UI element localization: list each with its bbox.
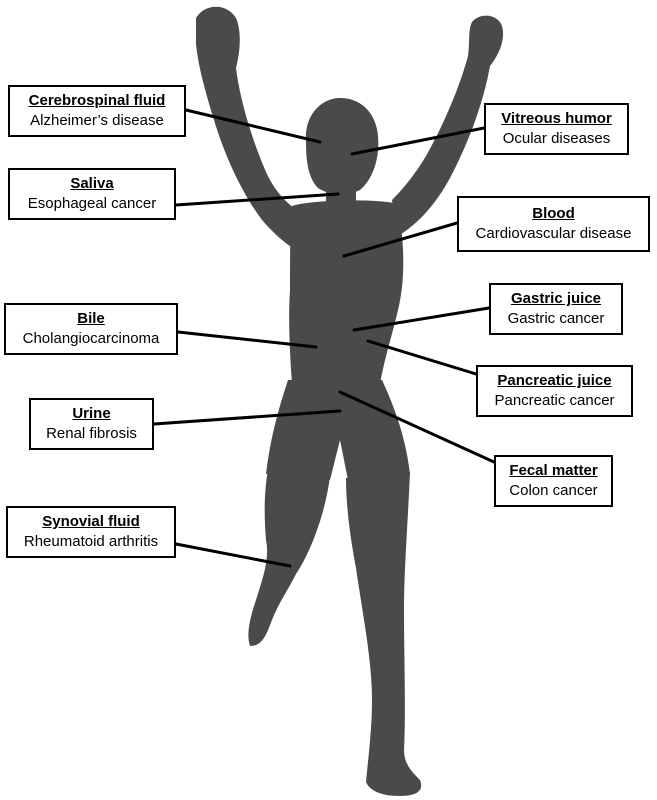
leader-lines — [152, 108, 496, 568]
leader-line-urine — [152, 409, 342, 426]
disease-name: Colon cancer — [509, 482, 598, 499]
label-box-vitreous-humor: Vitreous humor Ocular diseases — [484, 103, 629, 155]
fluid-name: Synovial fluid — [42, 513, 140, 530]
label-box-bile: Bile Cholangiocarcinoma — [4, 303, 178, 355]
disease-name: Cardiovascular disease — [475, 225, 632, 242]
label-box-cerebrospinal-fluid: Cerebrospinal fluid Alzheimer’s disease — [8, 85, 186, 137]
disease-name: Esophageal cancer — [27, 195, 157, 212]
head — [305, 97, 379, 195]
disease-name: Cholangiocarcinoma — [22, 330, 160, 347]
fluid-name: Urine — [72, 405, 111, 422]
leader-line-saliva — [174, 192, 340, 207]
leader-line-pancreatic — [366, 339, 478, 376]
disease-name: Ocular diseases — [502, 130, 611, 147]
fluid-name: Vitreous humor — [501, 110, 612, 127]
label-box-fecal-matter: Fecal matter Colon cancer — [494, 455, 613, 507]
left-leg — [248, 470, 330, 646]
fluid-name: Cerebrospinal fluid — [28, 92, 166, 109]
leader-line-vitreous — [350, 126, 486, 156]
leader-line-synovial — [174, 542, 292, 568]
leader-line-gastric — [352, 306, 491, 332]
left-arm — [196, 6, 300, 252]
fluid-name: Saliva — [70, 175, 114, 192]
leader-line-bile — [176, 330, 318, 349]
disease-name: Pancreatic cancer — [494, 392, 615, 409]
disease-name: Renal fibrosis — [46, 425, 137, 442]
label-box-saliva: Saliva Esophageal cancer — [8, 168, 176, 220]
label-box-urine: Urine Renal fibrosis — [29, 398, 154, 450]
fluid-name: Gastric juice — [510, 290, 602, 307]
disease-name: Gastric cancer — [507, 310, 605, 327]
disease-name: Alzheimer’s disease — [30, 112, 164, 129]
leader-line-fecal — [338, 390, 496, 464]
disease-name: Rheumatoid arthritis — [23, 533, 159, 550]
fluid-name: Bile — [77, 310, 105, 327]
human-silhouette — [196, 6, 504, 796]
leader-line-csf — [184, 108, 322, 144]
label-box-synovial-fluid: Synovial fluid Rheumatoid arthritis — [6, 506, 176, 558]
label-box-pancreatic-juice: Pancreatic juice Pancreatic cancer — [476, 365, 633, 417]
right-arm — [392, 15, 504, 237]
label-box-blood: Blood Cardiovascular disease — [457, 196, 650, 252]
torso — [289, 200, 404, 384]
fluid-name: Blood — [532, 205, 575, 222]
leader-line-blood — [342, 221, 459, 258]
fluid-name: Fecal matter — [509, 462, 598, 479]
right-leg — [346, 472, 422, 796]
label-box-gastric-juice: Gastric juice Gastric cancer — [489, 283, 623, 335]
hips — [266, 380, 410, 480]
fluid-name: Pancreatic juice — [497, 372, 612, 389]
